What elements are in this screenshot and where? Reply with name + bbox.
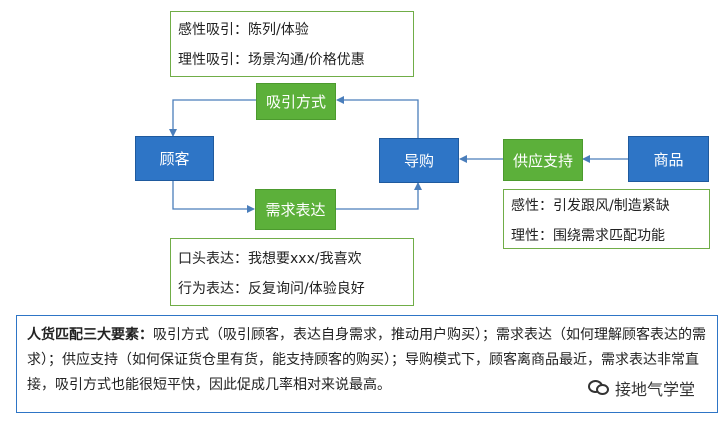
supply-note-line2: 理性：围绕需求匹配功能 <box>511 228 665 244</box>
demand-note: 口头表达：我想要xxx/我喜欢 行为表达：反复询问/体验良好 <box>170 238 414 306</box>
attract-note-line1: 感性吸引：陈列/体验 <box>178 22 309 38</box>
demand-expression-box: 需求表达 <box>255 189 336 230</box>
product-label: 商品 <box>653 150 684 169</box>
supply-support-box: 供应支持 <box>503 139 583 181</box>
attract-method-box: 吸引方式 <box>256 83 336 120</box>
demand-note-line1: 口头表达：我想要xxx/我喜欢 <box>178 251 362 267</box>
arrow-attract-to-customer <box>169 99 256 137</box>
arrow-demand-to-guide <box>336 182 422 210</box>
attract-method-label: 吸引方式 <box>265 93 326 111</box>
supply-note-line1: 感性：引发跟风/制造紧缺 <box>511 198 670 214</box>
customer-label: 顾客 <box>159 150 190 168</box>
wechat-icon <box>588 379 610 397</box>
arrow-customer-to-demand <box>172 181 255 213</box>
arrow-guide-to-attract <box>336 96 419 140</box>
supply-support-label: 供应支持 <box>512 151 573 170</box>
guide-label: 导购 <box>403 152 434 170</box>
guide-box: 导购 <box>379 138 459 183</box>
demand-note-line2: 行为表达：反复询问/体验良好 <box>178 281 365 297</box>
supply-note: 感性：引发跟风/制造紧缺 理性：围绕需求匹配功能 <box>503 189 710 249</box>
demand-expression-label: 需求表达 <box>265 201 326 219</box>
product-box: 商品 <box>628 136 709 182</box>
summary-box: 人货匹配三大要素：吸引方式（吸引顾客，表达自身需求，推动用户购买）；需求表达（如… <box>16 315 718 413</box>
attract-note: 感性吸引：陈列/体验 理性吸引：场景沟通/价格优惠 <box>170 11 414 77</box>
customer-box: 顾客 <box>135 136 214 181</box>
flow-arrows <box>169 96 628 213</box>
summary-body: 吸引方式（吸引顾客，表达自身需求，推动用户购买）；需求表达（如何理解顾客表达的需… <box>27 327 706 393</box>
watermark-text: 接地气学堂 <box>615 380 696 399</box>
summary-lead: 人货匹配三大要素： <box>27 327 153 343</box>
watermark: 接地气学堂 <box>588 376 713 400</box>
attract-note-line2: 理性吸引：场景沟通/价格优惠 <box>178 52 365 68</box>
